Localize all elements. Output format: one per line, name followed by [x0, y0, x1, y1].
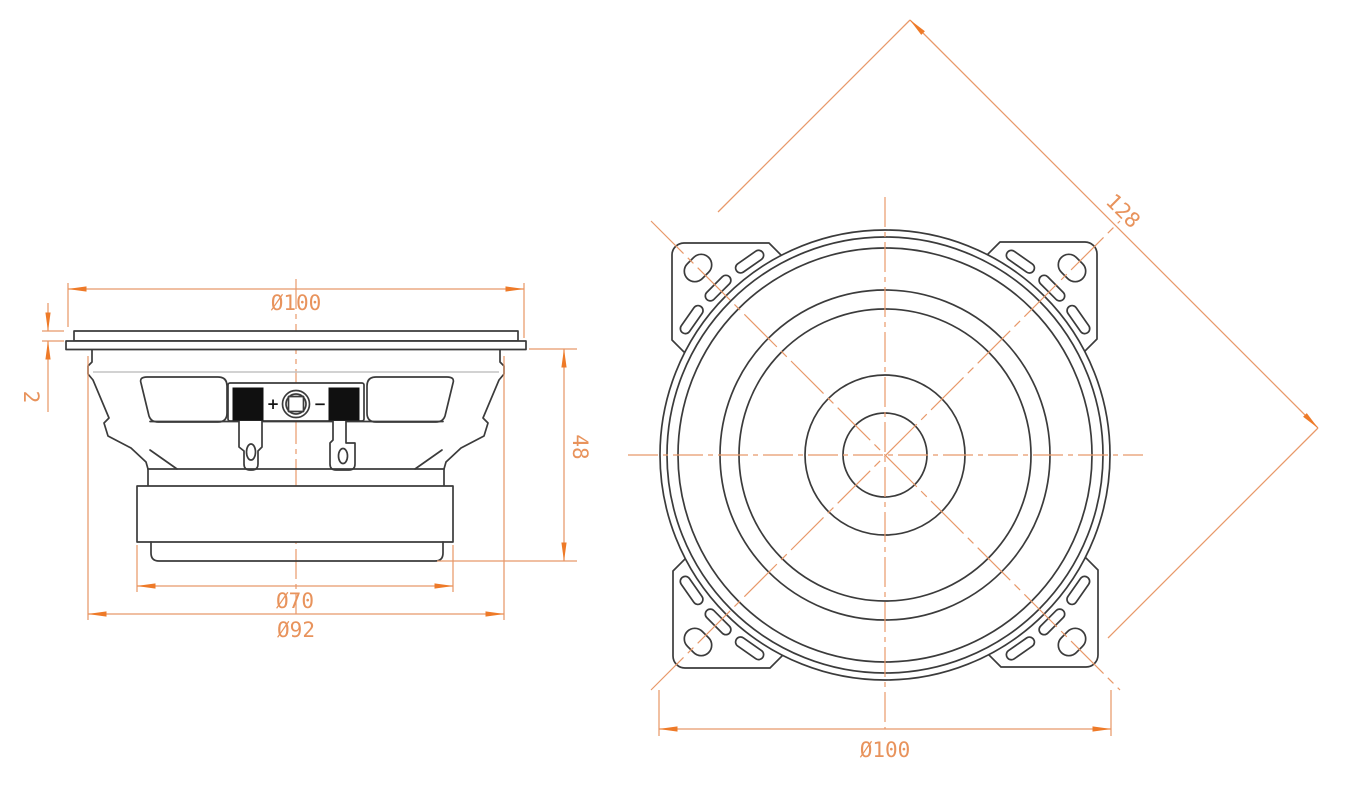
dimension-magnet-diameter: Ø70: [136, 545, 454, 613]
dimension-gasket-thickness: 2: [19, 303, 64, 412]
dimension-total-height: 48: [437, 348, 592, 562]
side-view: + − Ø100 2: [19, 279, 592, 642]
dim-label-2: 2: [19, 391, 43, 404]
dim-label-dia70: Ø70: [276, 589, 314, 613]
gasket: [73, 330, 519, 342]
terminal-block-positive: [232, 387, 264, 421]
vent-square: [287, 395, 305, 413]
terminal-block-negative: [328, 387, 360, 421]
basket-window-right: [366, 376, 455, 423]
vent-slot: [734, 249, 765, 274]
terminal-lug-left-hole: [245, 443, 257, 461]
vent-slot: [679, 304, 704, 335]
terminal-plus-label: +: [267, 395, 280, 413]
basket-wall-left: [87, 349, 149, 470]
basket-window-left: [139, 376, 228, 423]
cone-edge-left: [149, 449, 178, 470]
dim-label-dia100-side: Ø100: [271, 291, 322, 315]
dimension-overall-diameter: Ø100: [67, 283, 525, 338]
mounting-flange: [65, 340, 527, 351]
dimension-basket-diameter: Ø92: [87, 356, 505, 642]
dim-label-128: 128: [1101, 189, 1145, 233]
vent-ring-inner: [285, 393, 307, 415]
terminal-lug-right: [329, 421, 356, 471]
dim-label-48: 48: [568, 434, 592, 459]
terminal-lug-left: [238, 421, 263, 471]
dim-label-dia100-front: Ø100: [860, 738, 911, 762]
magnet: [136, 485, 454, 543]
front-view: 128 Ø100: [628, 19, 1319, 762]
dim-label-dia92: Ø92: [277, 618, 315, 642]
basket-wall-right: [443, 349, 505, 470]
terminal-minus-label: −: [314, 395, 327, 413]
dimension-frame-diameter: Ø100: [658, 690, 1112, 762]
vent-ring-outer: [281, 389, 311, 419]
cone-edge-right: [414, 449, 443, 470]
bottom-plate: [150, 541, 444, 562]
terminal-lug-right-hole: [337, 447, 349, 465]
